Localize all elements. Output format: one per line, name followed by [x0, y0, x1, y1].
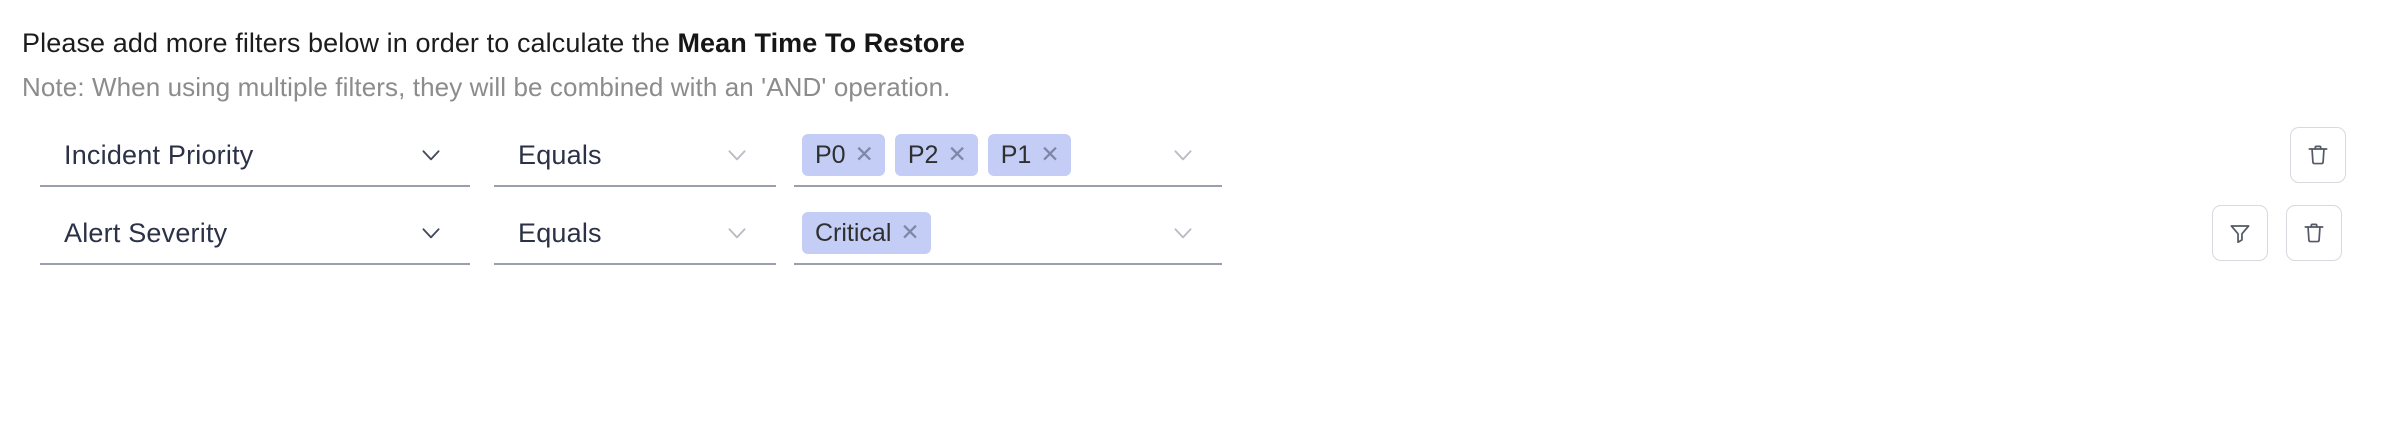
filter-operator-value: Equals: [518, 217, 602, 248]
filter-operator-value: Equals: [518, 139, 602, 170]
close-icon[interactable]: ✕: [1040, 140, 1060, 167]
filter-icon: [2227, 220, 2253, 246]
metric-name: Mean Time To Restore: [677, 28, 966, 58]
trash-icon: [2305, 142, 2331, 168]
value-chip-label: Critical: [815, 218, 892, 247]
filter-value-chips: P0 ✕ P2 ✕ P1 ✕: [802, 134, 1071, 176]
filter-value-select[interactable]: Critical ✕: [794, 203, 1222, 265]
close-icon[interactable]: ✕: [900, 218, 920, 245]
chevron-down-icon: [724, 142, 750, 168]
instruction-text: Please add more filters below in order t…: [22, 28, 678, 58]
filter-row: Incident Priority Equals P0 ✕: [0, 125, 2408, 203]
chevron-down-icon: [418, 220, 444, 246]
filter-value-chips: Critical ✕: [802, 212, 931, 254]
add-filter-button[interactable]: [2212, 205, 2268, 261]
note-text: Note: When using multiple filters, they …: [22, 72, 951, 102]
filter-row-actions: [2212, 205, 2342, 261]
close-icon[interactable]: ✕: [854, 140, 874, 167]
trash-icon: [2301, 220, 2327, 246]
value-chip-label: P2: [907, 140, 939, 169]
value-chip-label: P0: [815, 140, 846, 169]
filter-rows: Incident Priority Equals P0 ✕: [0, 125, 2408, 281]
value-chip-label: P1: [1000, 140, 1032, 169]
chevron-down-icon: [418, 142, 444, 168]
delete-filter-button[interactable]: [2290, 127, 2346, 183]
close-icon[interactable]: ✕: [947, 140, 967, 167]
value-chip[interactable]: P2 ✕: [894, 134, 978, 176]
delete-filter-button[interactable]: [2286, 205, 2342, 261]
filter-operator-select[interactable]: Equals: [494, 125, 776, 187]
chevron-down-icon: [1170, 220, 1196, 246]
filter-attribute-value: Alert Severity: [64, 217, 228, 248]
filter-attribute-value: Incident Priority: [64, 139, 254, 170]
filter-operator-select[interactable]: Equals: [494, 203, 776, 265]
value-chip[interactable]: P0 ✕: [802, 134, 885, 176]
filter-row: Alert Severity Equals Critical ✕: [0, 203, 2408, 281]
value-chip[interactable]: Critical ✕: [802, 212, 931, 254]
value-chip[interactable]: P1 ✕: [987, 134, 1071, 176]
page-title: Please add more filters below in order t…: [22, 26, 2408, 60]
chevron-down-icon: [724, 220, 750, 246]
filter-value-select[interactable]: P0 ✕ P2 ✕ P1 ✕: [794, 125, 1222, 187]
filter-attribute-select[interactable]: Incident Priority: [40, 125, 470, 187]
filter-attribute-select[interactable]: Alert Severity: [40, 203, 470, 265]
filter-row-actions: [2290, 127, 2346, 183]
chevron-down-icon: [1170, 142, 1196, 168]
